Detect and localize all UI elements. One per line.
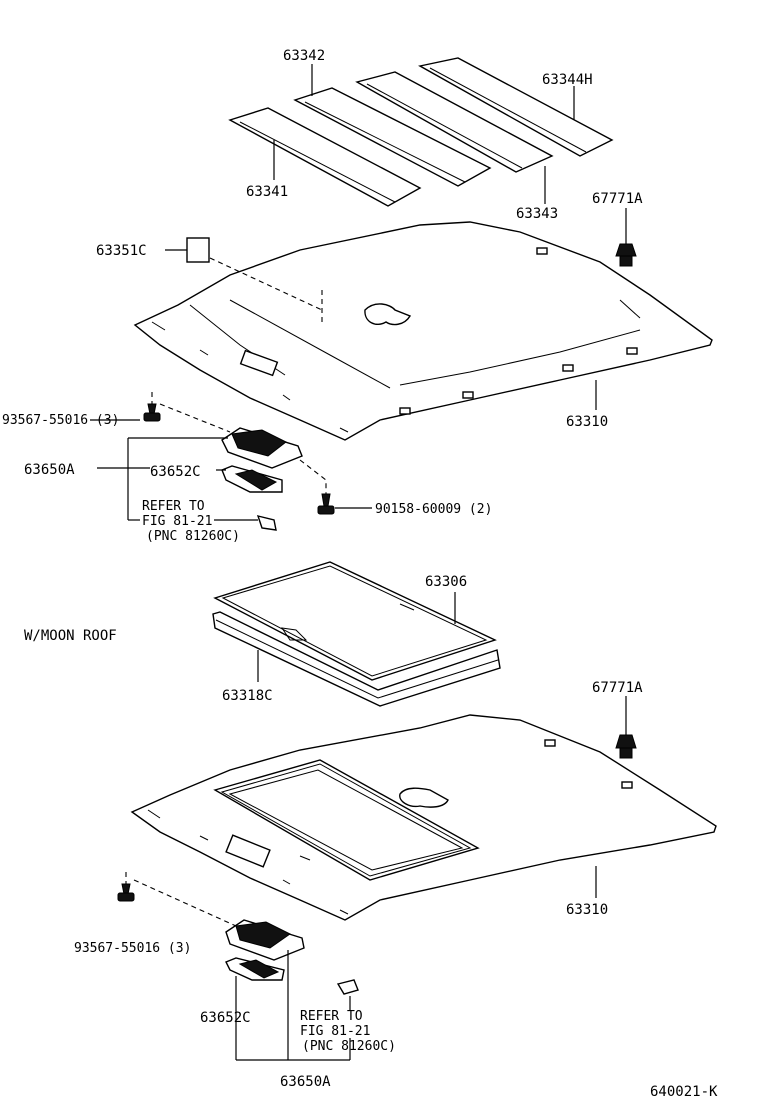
pad-63343[interactable] <box>355 71 554 173</box>
screw-93567-bot[interactable] <box>117 883 135 902</box>
refer-top-line1: REFER TO <box>142 499 205 514</box>
label-93567-bot: 93567-55016 (3) <box>74 941 191 956</box>
moon-roof-note: W/MOON ROOF <box>24 628 117 644</box>
label-63306: 63306 <box>425 574 467 590</box>
headliner-63310-bot[interactable] <box>130 714 717 921</box>
clip-67771a-bot[interactable] <box>615 696 637 759</box>
label-90158: 90158-60009 (2) <box>375 502 492 517</box>
label-67771a-top: 67771A <box>592 191 643 207</box>
screw-90158[interactable] <box>317 493 335 515</box>
pad-63344h[interactable] <box>418 57 614 157</box>
headliner-63310-top[interactable] <box>133 221 713 441</box>
label-93567-top: 93567-55016 (3) <box>2 413 119 428</box>
label-63343: 63343 <box>516 206 558 222</box>
label-63650a-top: 63650A <box>24 462 75 478</box>
label-67771a-bot: 67771A <box>592 680 643 696</box>
clip-67771a-top[interactable] <box>615 208 637 267</box>
pad-63341[interactable] <box>228 107 422 207</box>
refer-bot-line3: (PNC 81260C) <box>302 1039 396 1054</box>
label-63652c-top: 63652C <box>150 464 201 480</box>
sunshade-63306[interactable] <box>213 561 497 681</box>
label-63310-top: 63310 <box>566 414 608 430</box>
refer-top-line2: FIG 81-21 <box>142 514 212 529</box>
label-63318c: 63318C <box>222 688 273 704</box>
label-63351c: 63351C <box>96 243 147 259</box>
diagram-id: 640021-K <box>650 1084 718 1100</box>
refer-top-line3: (PNC 81260C) <box>146 529 240 544</box>
pad-63351c[interactable] <box>186 237 210 263</box>
label-63652c-bot: 63652C <box>200 1010 251 1026</box>
label-63342: 63342 <box>283 48 325 64</box>
bulb-top[interactable] <box>256 515 277 531</box>
screw-93567-top[interactable] <box>143 403 161 422</box>
refer-bot-line2: FIG 81-21 <box>300 1024 370 1039</box>
label-63650a-bot: 63650A <box>280 1074 331 1090</box>
bulb-bot[interactable] <box>336 979 359 995</box>
label-63341: 63341 <box>246 184 288 200</box>
trim-63318c[interactable] <box>212 611 501 707</box>
dome-lamp-bot[interactable] <box>225 919 305 981</box>
label-63310-bot: 63310 <box>566 902 608 918</box>
pad-63342[interactable] <box>293 87 492 187</box>
refer-bot-line1: REFER TO <box>300 1009 363 1024</box>
dome-lamp-top[interactable] <box>221 427 303 493</box>
label-63344h: 63344H <box>542 72 593 88</box>
